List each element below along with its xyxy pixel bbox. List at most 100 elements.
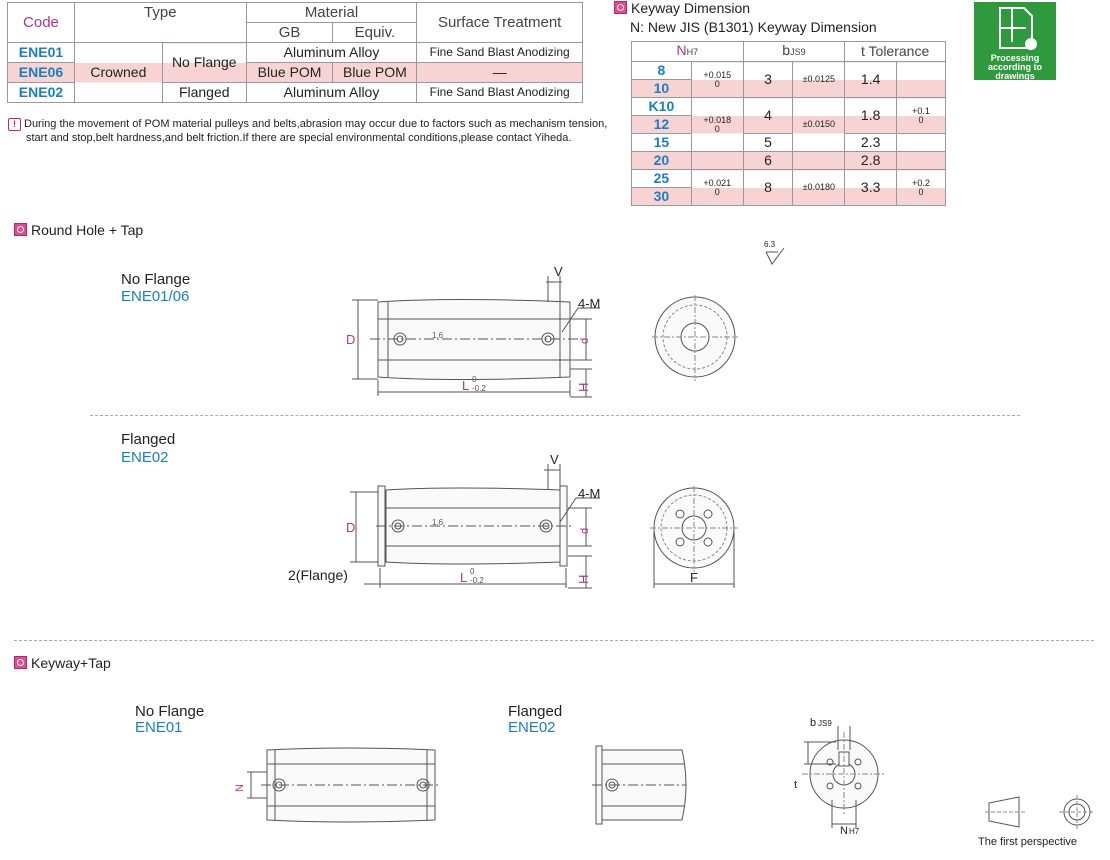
label-flanged: Flanged	[508, 703, 563, 720]
dim-H: H	[576, 383, 591, 392]
divider	[14, 640, 1094, 641]
dim-D: D	[346, 332, 355, 347]
t-cell: 1.4	[844, 61, 898, 98]
warning-icon: !	[8, 117, 21, 131]
header-b: bJS9	[742, 41, 846, 62]
n-cell: 30	[631, 187, 692, 206]
dim-D: D	[346, 520, 355, 535]
n-cell: 20	[631, 151, 692, 170]
header-material: Material	[245, 2, 418, 23]
dim-d: d	[579, 338, 591, 344]
drawing-side-view-no-flange: 1.6 D V 4-M d H L 0 -0.2	[346, 264, 600, 398]
dim-F: F	[690, 570, 698, 585]
drawing-end-view-no-flange	[652, 295, 738, 381]
section-marker-icon	[14, 223, 27, 236]
code-cell: ENE02	[7, 82, 75, 103]
note-line2: start and stop,belt hardness,and belt fr…	[26, 132, 572, 144]
label-ene01: ENE01	[135, 719, 183, 736]
roughness-symbol-icon	[765, 247, 785, 265]
drawing-end-view-flanged: F	[650, 486, 738, 588]
badge-line3: drawings	[995, 71, 1035, 81]
flange-cell: Flanged	[161, 82, 247, 103]
drawing-keyway-flanged	[592, 745, 687, 825]
ttol-cell	[896, 151, 946, 170]
b-cell: 3	[742, 61, 794, 98]
n-cell: 25	[631, 169, 692, 188]
roughness-label: 1.6	[432, 518, 444, 527]
dim-b-sub: JS9	[818, 719, 832, 728]
divider	[90, 415, 1020, 416]
btol-cell: ±0.0150	[792, 97, 846, 152]
n-cell: 15	[631, 133, 692, 152]
dim-N-sub: H7	[849, 827, 860, 836]
header-n: NH7	[631, 41, 744, 62]
dim-L: L	[462, 378, 469, 393]
t-cell: 3.3	[844, 169, 898, 206]
header-type: Type	[73, 2, 247, 43]
crown-cell: Crowned	[73, 42, 163, 103]
code-cell: ENE06	[7, 62, 75, 83]
btol-cell	[792, 151, 846, 170]
material-gb-cell: Blue POM	[245, 62, 334, 83]
label-flanged: Flanged	[121, 431, 176, 448]
dim-V: V	[554, 264, 563, 279]
header-gb: GB	[245, 22, 334, 43]
code-cell: ENE01	[7, 42, 75, 63]
keyway-title: Keyway Dimension	[614, 0, 750, 16]
drawing-document-icon	[999, 7, 1037, 50]
dim-L: L	[460, 570, 467, 585]
b-cell: 8	[742, 169, 794, 206]
dim-4M: 4-M	[578, 486, 600, 501]
b-cell: 4	[742, 97, 794, 134]
material-equiv-cell: Blue POM	[332, 62, 418, 83]
dim-flange: 2(Flange)	[288, 567, 348, 583]
label-ene02: ENE02	[121, 449, 169, 466]
label-no-flange: No Flange	[135, 703, 205, 720]
header-t: t Tolerance	[844, 41, 946, 62]
note-line1: During the movement of POM material pull…	[24, 118, 608, 130]
roughness-label: 1.6	[432, 331, 444, 340]
section-keyway-title: Keyway+Tap	[14, 655, 111, 671]
header-surface: Surface Treatment	[416, 2, 583, 43]
btol-cell: ±0.0180	[792, 169, 846, 206]
material-cell: Aluminum Alloy	[245, 42, 418, 63]
dim-L-upper: 0	[472, 375, 477, 384]
ntol-cell	[690, 151, 744, 170]
surface-cell: —	[416, 62, 583, 83]
flange-cell: No Flange	[161, 42, 247, 83]
dim-N: N	[840, 825, 848, 837]
dim-N: N	[234, 784, 246, 792]
badge-line1: Processing	[990, 53, 1040, 63]
ttol-cell	[896, 61, 946, 98]
dim-V: V	[550, 452, 559, 467]
label-ene0106: ENE01/06	[121, 288, 190, 305]
label-ene02: ENE02	[508, 719, 556, 736]
b-cell: 6	[742, 151, 794, 170]
section-marker-icon	[14, 656, 27, 669]
n-cell: 8	[631, 61, 692, 80]
dim-L-lower: -0.2	[472, 384, 486, 393]
section-marker-icon	[614, 1, 627, 14]
header-code: Code	[7, 2, 75, 43]
ttol-cell	[896, 133, 946, 152]
surface-cell: Fine Sand Blast Anodizing	[416, 82, 583, 103]
badge-line2: according to	[987, 62, 1042, 72]
n-cell: K10	[631, 97, 692, 116]
btol-cell: ±0.0125	[792, 61, 846, 98]
dim-4M: 4-M	[578, 296, 600, 311]
dim-H: H	[576, 575, 591, 584]
keyway-subtitle: N: New JIS (B1301) Keyway Dimension	[630, 19, 877, 35]
n-cell: 12	[631, 115, 692, 134]
note: !During the movement of POM material pul…	[8, 117, 608, 145]
dim-L-lower: -0.2	[470, 576, 484, 585]
t-cell: 1.8	[844, 97, 898, 134]
section-round-title: Round Hole + Tap	[14, 222, 143, 238]
dim-b: b	[810, 717, 816, 729]
processing-badge: Processing according to drawings	[974, 2, 1056, 81]
t-cell: 2.3	[844, 133, 898, 152]
